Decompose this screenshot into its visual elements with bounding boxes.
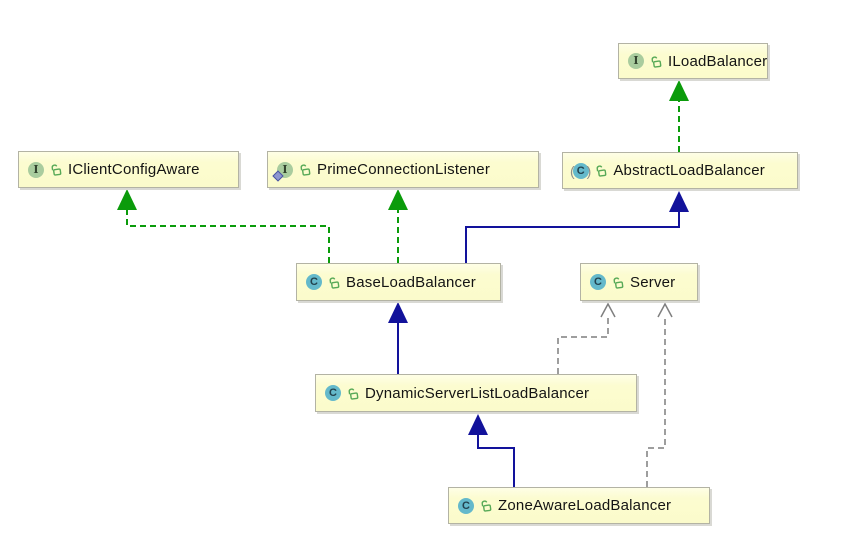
class-letter-icon: C [590,274,606,290]
interface-letter-icon: I [628,53,644,69]
edge-BaseLoadBalancer-implements-PrimeConnectionListener [388,189,408,263]
edge-DynamicServerListLoadBalancer-extends-BaseLoadBalancer [388,302,408,374]
interface-static-icon: I [272,161,293,182]
abstract-paren-left: ( [570,163,575,179]
node-label: AbstractLoadBalancer [613,162,765,179]
edge-DynamicServerListLoadBalancer-dependency-Server [557,302,616,374]
uml-node-IClientConfigAware[interactable]: I IClientConfigAware [18,151,239,188]
uml-node-PrimeConnectionListener[interactable]: I PrimeConnectionListener [267,151,539,188]
uml-node-AbstractLoadBalancer[interactable]: (C) AbstractLoadBalancer [562,152,798,189]
class-icon: C [590,274,606,290]
node-label: Server [630,273,676,291]
class-letter-icon: C [458,497,474,514]
edge-AbstractLoadBalancer-implements-ILoadBalancer [669,80,689,152]
class-letter-icon: C [306,274,322,290]
arrowhead-extends [468,414,488,435]
lock-icon [348,387,359,400]
arrowhead-implements [388,189,408,210]
interface-letter-icon: I [28,161,44,178]
node-label: IClientConfigAware [68,161,200,178]
lock-icon [596,165,607,177]
lock-icon [481,500,492,512]
lock-icon [329,276,340,289]
node-label: BaseLoadBalancer [346,273,476,291]
uml-node-Server[interactable]: C Server [580,263,698,301]
arrowhead-implements [669,80,689,101]
arrowhead-extends [669,191,689,212]
edge-ZoneAwareLoadBalancer-dependency-Server [646,302,673,487]
class-letter-icon: C [325,385,341,401]
lock-icon [51,164,62,176]
node-label: DynamicServerListLoadBalancer [365,384,590,402]
arrowhead-dependency [657,302,673,318]
uml-node-ZoneAwareLoadBalancer[interactable]: C ZoneAwareLoadBalancer [448,487,710,524]
interface-icon: I [28,161,44,178]
uml-node-ILoadBalancer[interactable]: I ILoadBalancer [618,43,768,79]
class-letter-icon: C [572,162,589,179]
arrowhead-extends [388,302,408,323]
arrowhead-implements [117,189,137,210]
class-icon: C [325,385,341,401]
class-icon: C [458,497,474,514]
node-label: ZoneAwareLoadBalancer [498,497,672,514]
node-label: PrimeConnectionListener [317,161,491,178]
lock-icon [300,164,311,176]
arrowhead-dependency [600,302,616,318]
node-label: ILoadBalancer [668,52,768,70]
lock-icon [613,276,624,289]
interface-icon: I [628,53,644,69]
lock-icon [651,55,662,68]
edge-BaseLoadBalancer-implements-IClientConfigAware [117,189,330,263]
abstract-class-icon: (C) [570,162,592,179]
uml-node-DynamicServerListLoadBalancer[interactable]: C DynamicServerListLoadBalancer [315,374,637,412]
class-icon: C [306,274,322,290]
abstract-paren-right: ) [586,162,592,179]
edge-ZoneAwareLoadBalancer-extends-DynamicServerListLoadBalancer [468,414,515,487]
edge-BaseLoadBalancer-extends-AbstractLoadBalancer [465,191,689,263]
uml-node-BaseLoadBalancer[interactable]: C BaseLoadBalancer [296,263,501,301]
